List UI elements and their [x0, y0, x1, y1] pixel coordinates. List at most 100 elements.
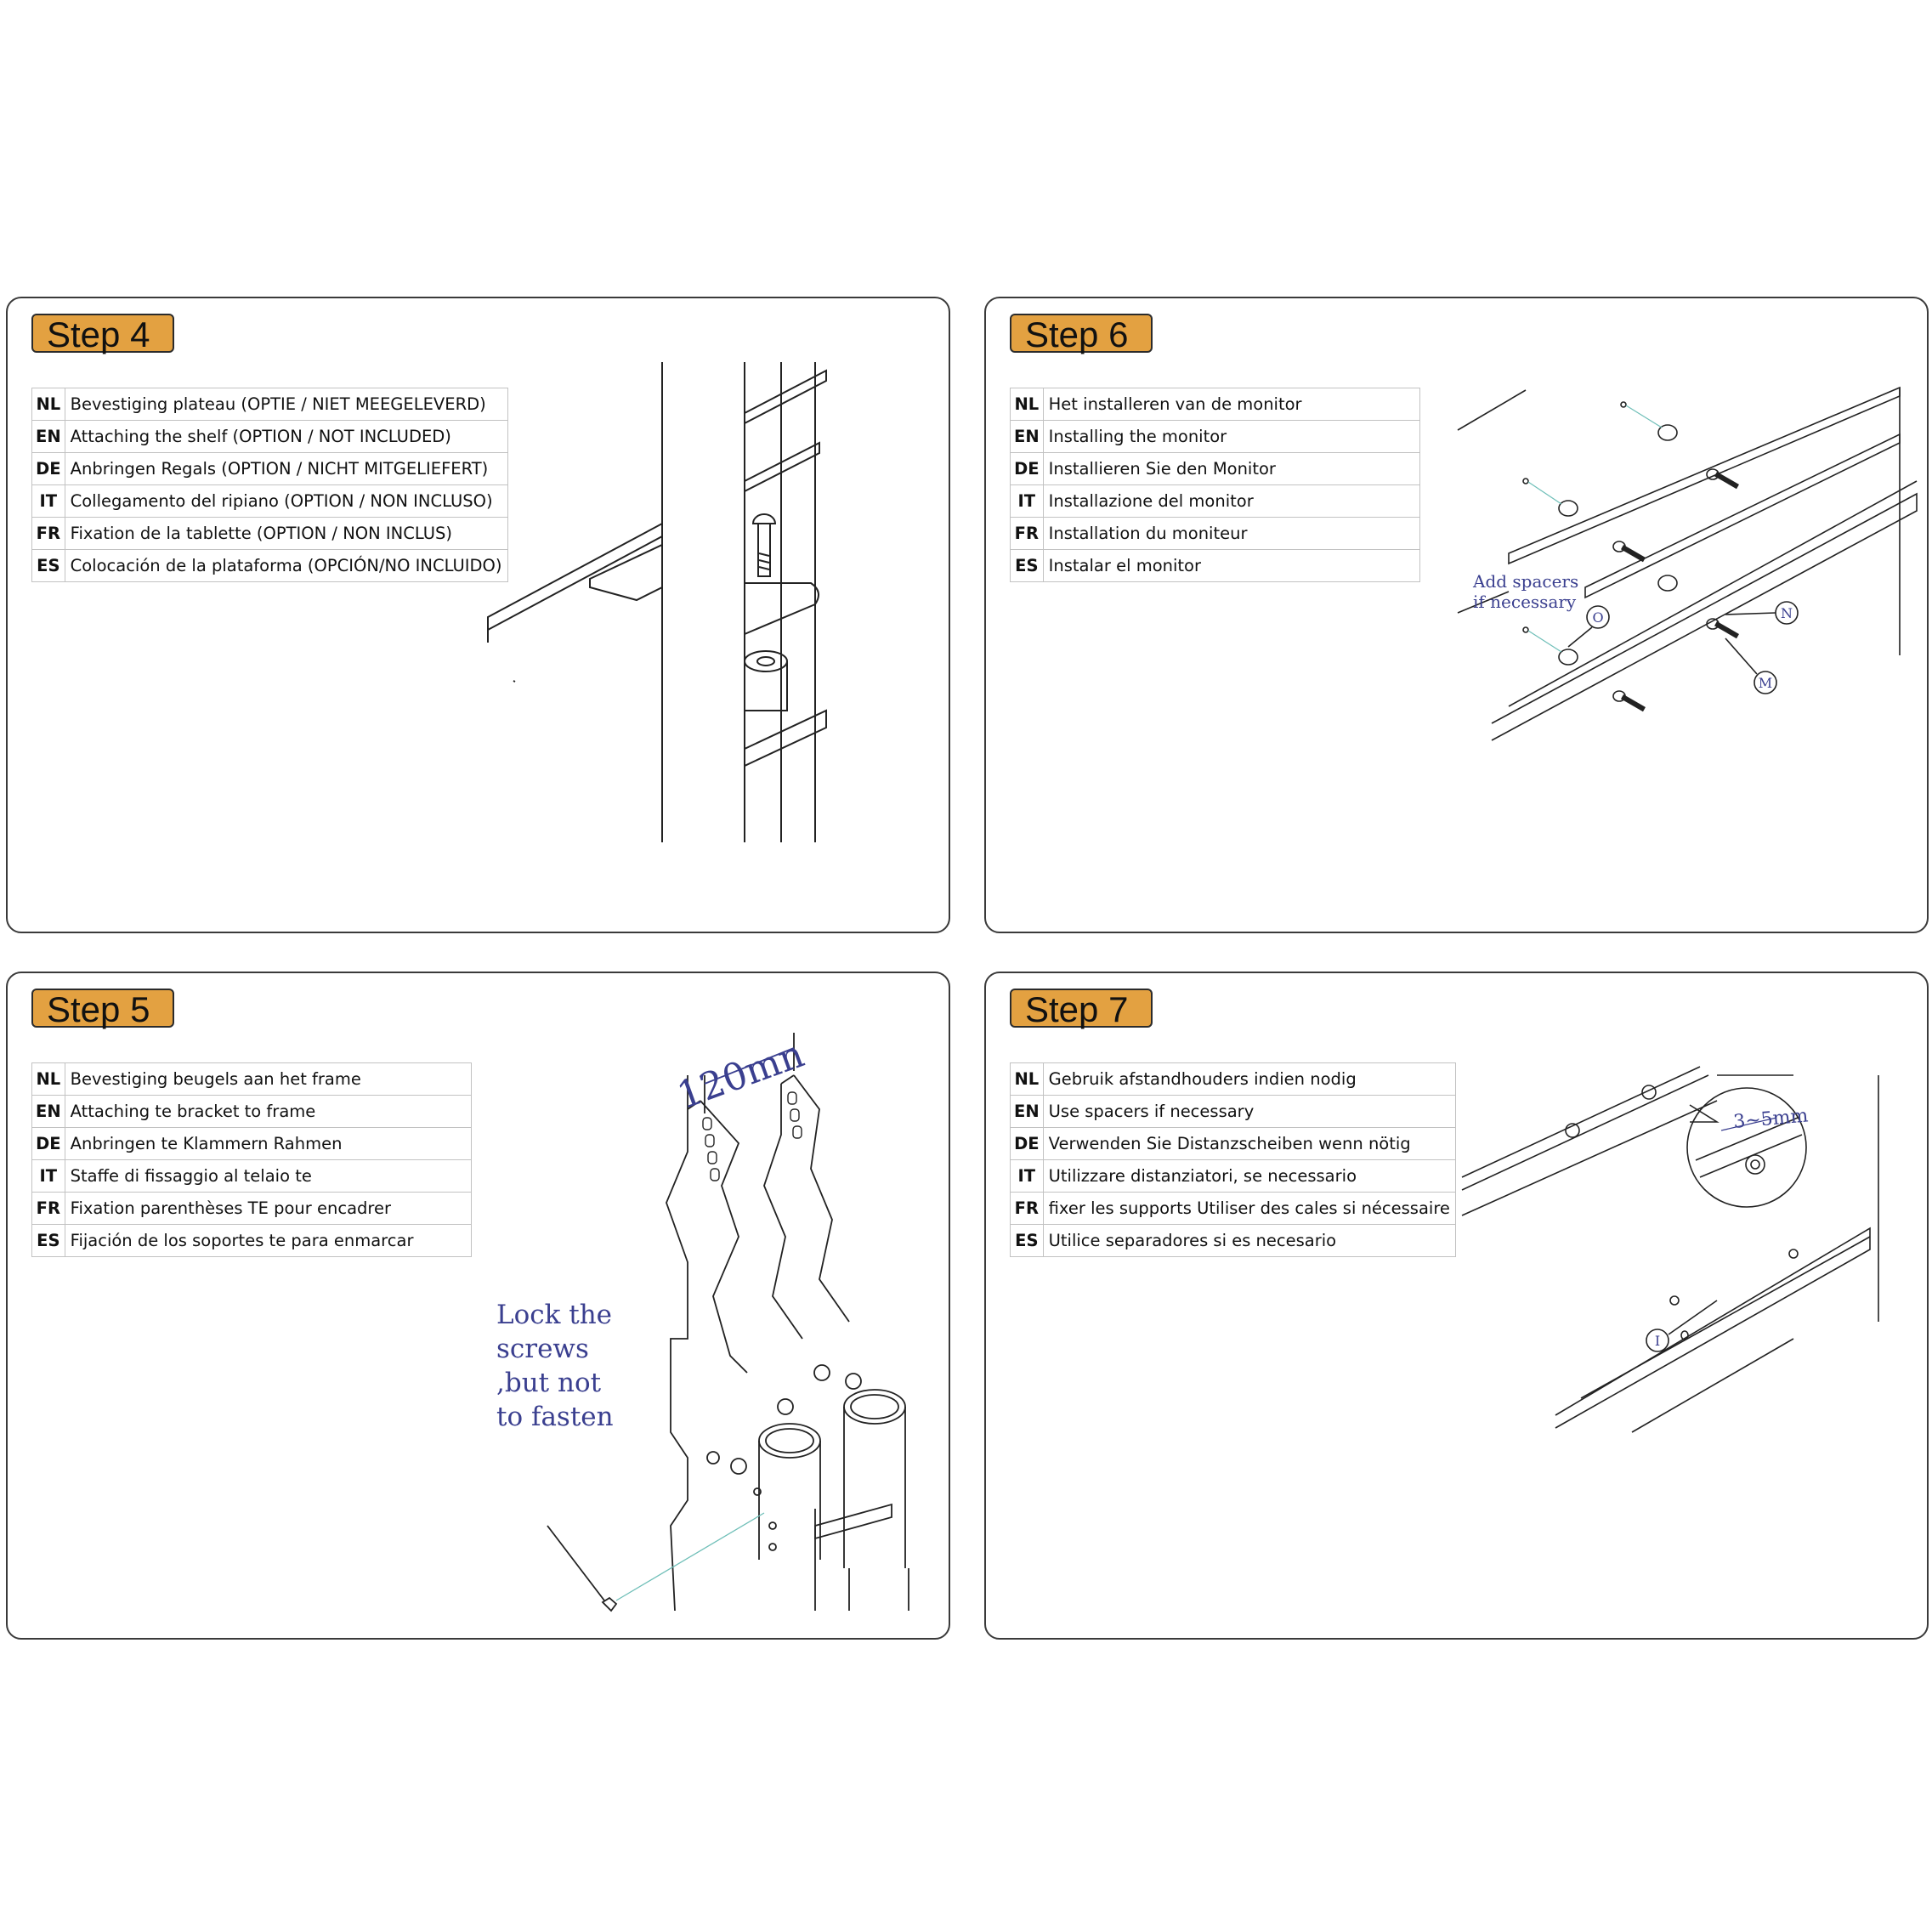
spacer-note-line1: Add spacers	[1472, 571, 1578, 592]
language-code: FR	[31, 1192, 65, 1225]
instruction-text: Verwenden Sie Distanzscheiben wenn nötig	[1042, 1127, 1456, 1160]
step-title: Step 7	[1010, 989, 1153, 1029]
language-code: FR	[1010, 517, 1044, 550]
language-code: DE	[31, 1127, 65, 1160]
lock-screws-note-line3: ,but not	[496, 1368, 602, 1398]
instruction-text: fixer les supports Utiliser des cales si…	[1042, 1192, 1456, 1225]
language-code: IT	[31, 484, 65, 518]
language-code: EN	[31, 1095, 65, 1128]
language-code: FR	[1010, 1192, 1044, 1225]
language-code: NL	[1010, 388, 1044, 421]
instruction-text: Fixation parenthèses TE pour encadrer	[64, 1192, 472, 1225]
monitor-installation-illustration: Add spacers if necessary O N M	[1458, 383, 1917, 740]
language-code: NL	[31, 388, 65, 421]
step-title: Step 6	[1010, 314, 1153, 354]
language-code: DE	[1010, 1127, 1044, 1160]
dimension-3-5mm-label: 3~5mm	[1732, 1105, 1809, 1133]
bracket-attachment-illustration: 120mn Lock the screws ,but not to fasten	[496, 1033, 934, 1611]
instruction-text: Colocación de la plataforma (OPCIÓN/NO I…	[64, 549, 508, 582]
language-code: ES	[31, 549, 65, 582]
instruction-text: Staffe di fissaggio al telaio te	[64, 1159, 472, 1193]
lock-screws-note-line4: to fasten	[496, 1402, 614, 1432]
step-title: Step 5	[31, 989, 174, 1029]
instruction-text: Anbringen Regals (OPTION / NICHT MITGELI…	[64, 452, 508, 485]
callout-m-label: M	[1759, 675, 1772, 691]
instruction-text: Anbringen te Klammern Rahmen	[64, 1127, 472, 1160]
language-code: EN	[1010, 420, 1044, 453]
callout-i-label: I	[1655, 1333, 1660, 1349]
instruction-text: Gebruik afstandhouders indien nodig	[1042, 1062, 1456, 1096]
instruction-text: Utilice separadores si es necesario	[1042, 1224, 1456, 1257]
language-code: ES	[1010, 1224, 1044, 1257]
language-code: ES	[31, 1224, 65, 1257]
language-code: EN	[1010, 1095, 1044, 1128]
language-code: NL	[1010, 1062, 1044, 1096]
lock-screws-note-line1: Lock the	[496, 1300, 612, 1330]
instruction-text: Installieren Sie den Monitor	[1042, 452, 1420, 485]
language-code: IT	[1010, 484, 1044, 518]
lock-screws-note-line2: screws	[496, 1334, 589, 1364]
instruction-text: Collegamento del ripiano (OPTION / NON I…	[64, 484, 508, 518]
spacer-note-line2: if necessary	[1473, 592, 1577, 612]
instruction-text: Use spacers if necessary	[1042, 1095, 1456, 1128]
callout-n-label: N	[1781, 605, 1793, 621]
step-title: Step 4	[31, 314, 174, 354]
instruction-text: Utilizzare distanziatori, se necessario	[1042, 1159, 1456, 1193]
language-code: DE	[1010, 452, 1044, 485]
instruction-text: Bevestiging plateau (OPTIE / NIET MEEGEL…	[64, 388, 508, 421]
shelf-mounting-illustration	[479, 362, 836, 855]
language-code: IT	[31, 1159, 65, 1193]
spacer-adjustment-illustration: 3~5mm I	[1462, 1067, 1904, 1432]
language-code: EN	[31, 420, 65, 453]
instruction-text: Fixation de la tablette (OPTION / NON IN…	[64, 517, 508, 550]
instruction-text: Fijación de los soportes te para enmarca…	[64, 1224, 472, 1257]
instruction-text: Het installeren van de monitor	[1042, 388, 1420, 421]
language-code: ES	[1010, 549, 1044, 582]
instruction-text: Instalar el monitor	[1042, 549, 1420, 582]
instruction-text: Bevestiging beugels aan het frame	[64, 1062, 472, 1096]
language-code: NL	[31, 1062, 65, 1096]
dimension-120mm-label: 120mn	[671, 1033, 809, 1119]
instruction-text: Attaching the shelf (OPTION / NOT INCLUD…	[64, 420, 508, 453]
instruction-text: Installazione del monitor	[1042, 484, 1420, 518]
callout-o-label: O	[1592, 609, 1603, 626]
language-code: DE	[31, 452, 65, 485]
language-code: IT	[1010, 1159, 1044, 1193]
instruction-text: Installation du moniteur	[1042, 517, 1420, 550]
language-code: FR	[31, 517, 65, 550]
instruction-text: Attaching te bracket to frame	[64, 1095, 472, 1128]
instruction-text: Installing the monitor	[1042, 420, 1420, 453]
